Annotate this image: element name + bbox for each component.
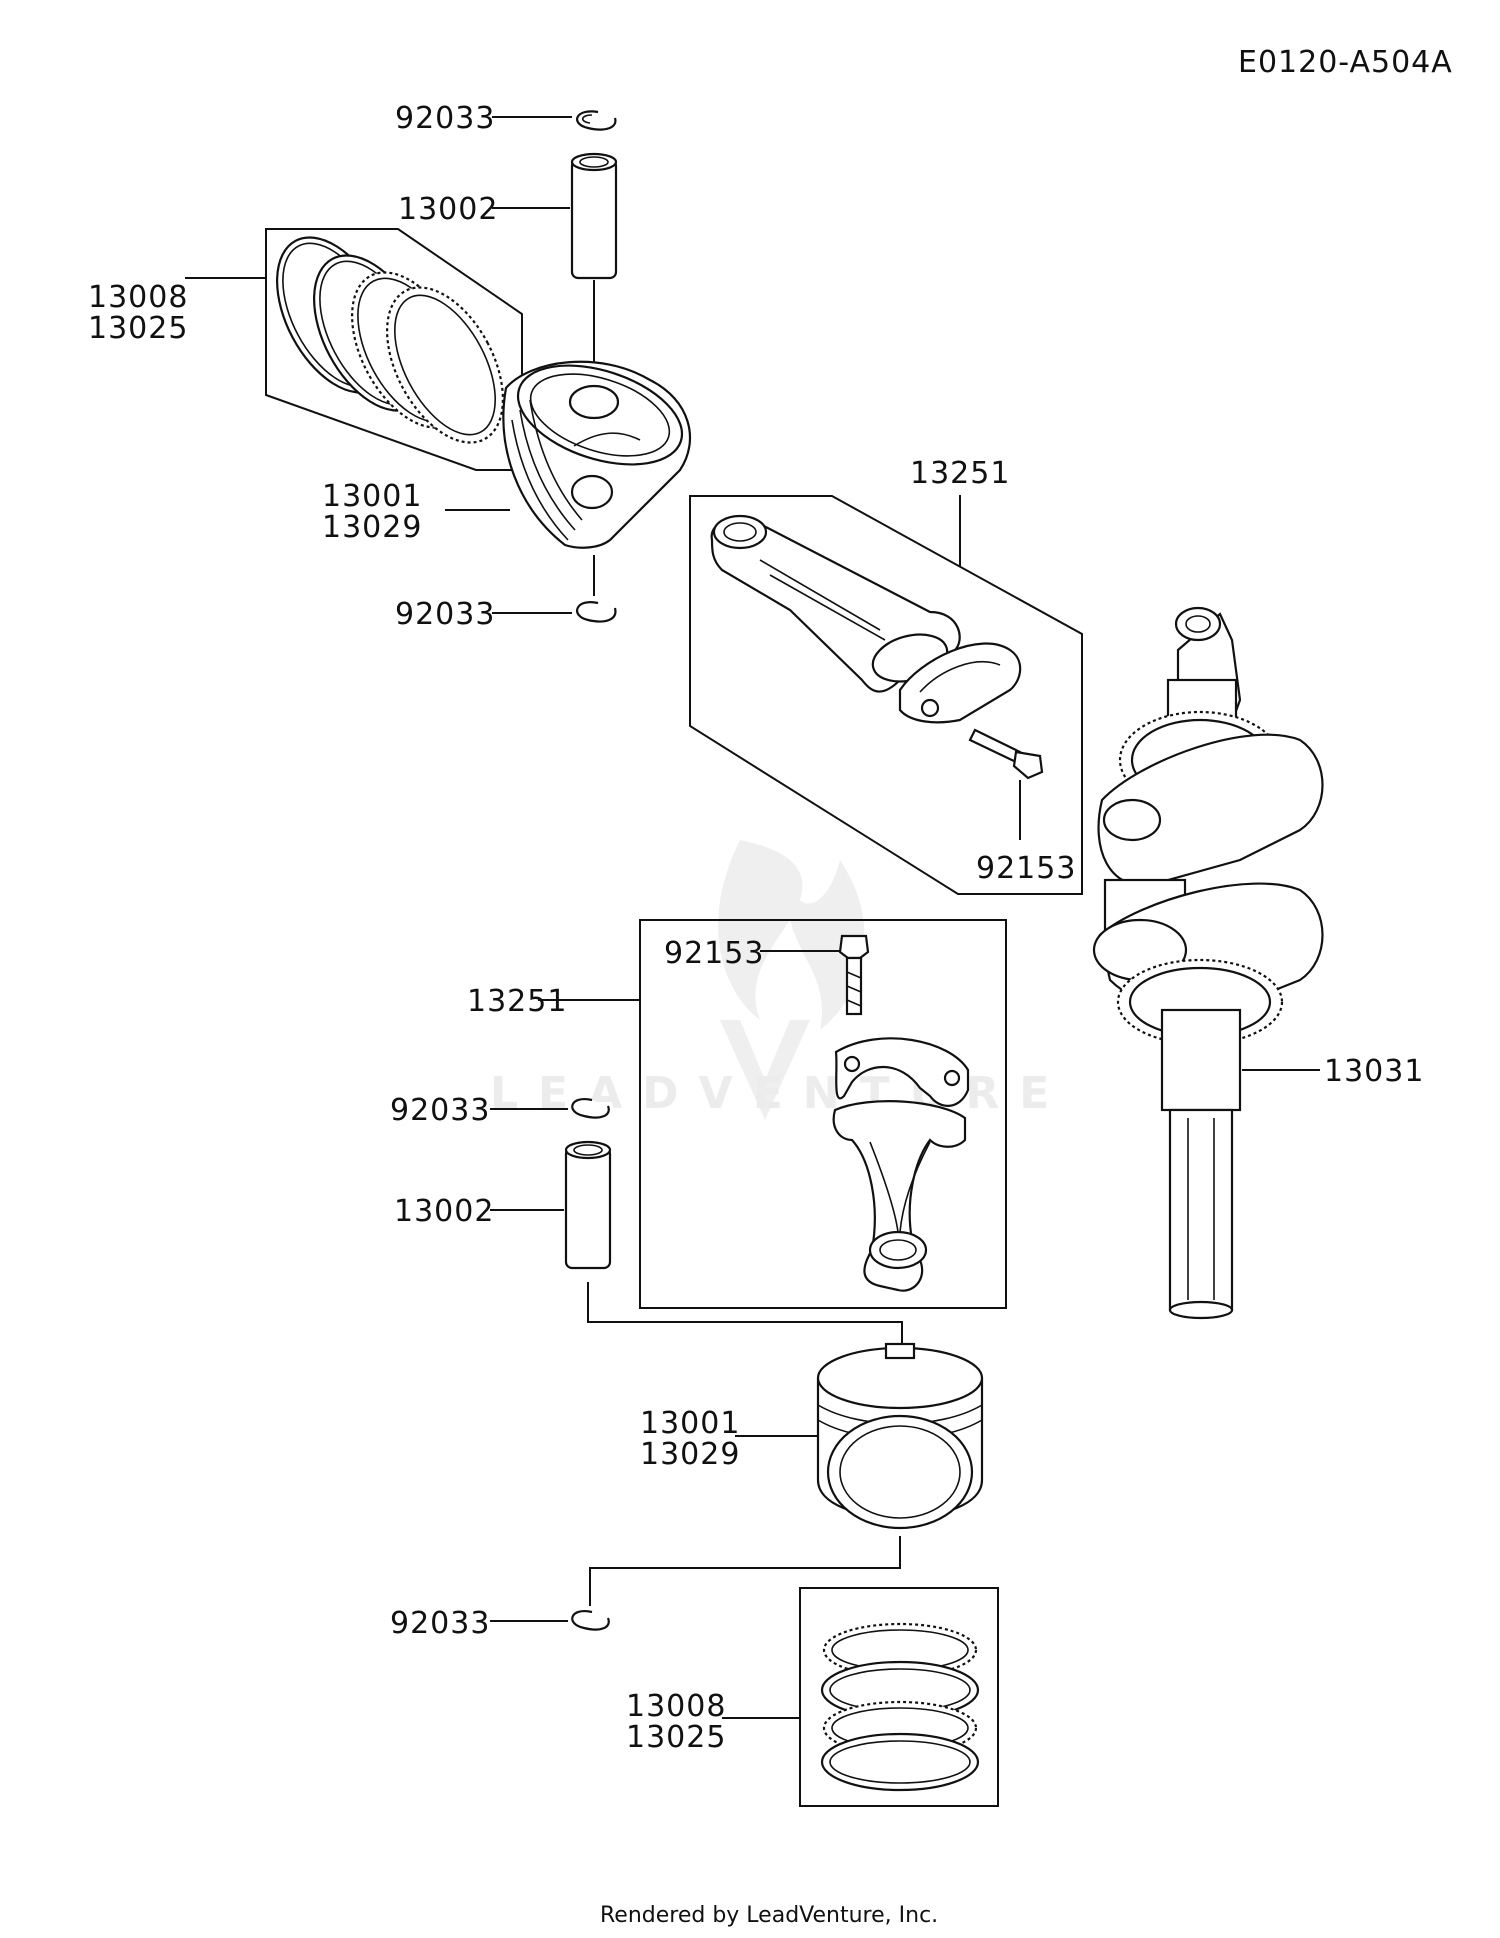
ring-set-box-lower	[799, 1587, 999, 1807]
callout-13001-b[interactable]: 13001	[640, 1406, 740, 1441]
conrod-box-upper	[689, 495, 1083, 895]
crankshaft[interactable]	[1092, 606, 1324, 1320]
conrod-cap-upper[interactable]	[898, 642, 1022, 724]
piston-pin-top[interactable]	[570, 152, 618, 280]
callout-13025-a[interactable]: 13025	[88, 311, 188, 346]
connecting-rod-upper[interactable]	[710, 514, 961, 693]
circlip-lower-top[interactable]	[571, 1097, 610, 1119]
callout-13008-b[interactable]: 13008	[626, 1689, 726, 1724]
callout-13008-a[interactable]: 13008	[88, 280, 188, 315]
piston-top[interactable]	[502, 347, 694, 549]
callout-13025-b[interactable]: 13025	[626, 1720, 726, 1755]
callout-13031[interactable]: 13031	[1324, 1054, 1424, 1089]
piston-pin-lower[interactable]	[564, 1140, 612, 1270]
leader-line	[587, 1282, 903, 1350]
callout-13002-b[interactable]: 13002	[394, 1194, 494, 1229]
callout-92033-b[interactable]: 92033	[395, 597, 495, 632]
callout-13002-a[interactable]: 13002	[398, 192, 498, 227]
leader-line	[589, 1536, 901, 1606]
conrod-bolt-lower[interactable]	[838, 934, 870, 1016]
callout-92033-c[interactable]: 92033	[390, 1093, 490, 1128]
connecting-rod-lower[interactable]	[832, 1100, 967, 1292]
conrod-bolt-upper[interactable]	[968, 728, 1044, 780]
callout-92033-a[interactable]: 92033	[395, 101, 495, 136]
footer-credit: Rendered by LeadVenture, Inc.	[600, 1903, 938, 1928]
callout-13251-b[interactable]: 13251	[467, 984, 567, 1019]
callout-92153-b[interactable]: 92153	[664, 936, 764, 971]
callout-92033-d[interactable]: 92033	[390, 1606, 490, 1641]
circlip-lower-bottom[interactable]	[571, 1609, 610, 1631]
circlip-top[interactable]	[576, 110, 617, 131]
callout-13029-b[interactable]: 13029	[640, 1437, 740, 1472]
callout-13029-a[interactable]: 13029	[322, 510, 422, 545]
callout-13251-a[interactable]: 13251	[910, 456, 1010, 491]
piston-ring-set-lower[interactable]	[820, 1622, 980, 1792]
callout-13001-a[interactable]: 13001	[322, 479, 422, 514]
piston-ring-set-top[interactable]	[253, 218, 527, 461]
conrod-cap-lower[interactable]	[834, 1037, 970, 1107]
circlip-upper-piston-bottom[interactable]	[576, 601, 617, 623]
conrod-box-lower	[639, 919, 1007, 1309]
diagram-code: E0120-A504A	[1238, 45, 1453, 80]
piston-lower[interactable]	[816, 1342, 984, 1530]
callout-92153-a[interactable]: 92153	[976, 851, 1076, 886]
